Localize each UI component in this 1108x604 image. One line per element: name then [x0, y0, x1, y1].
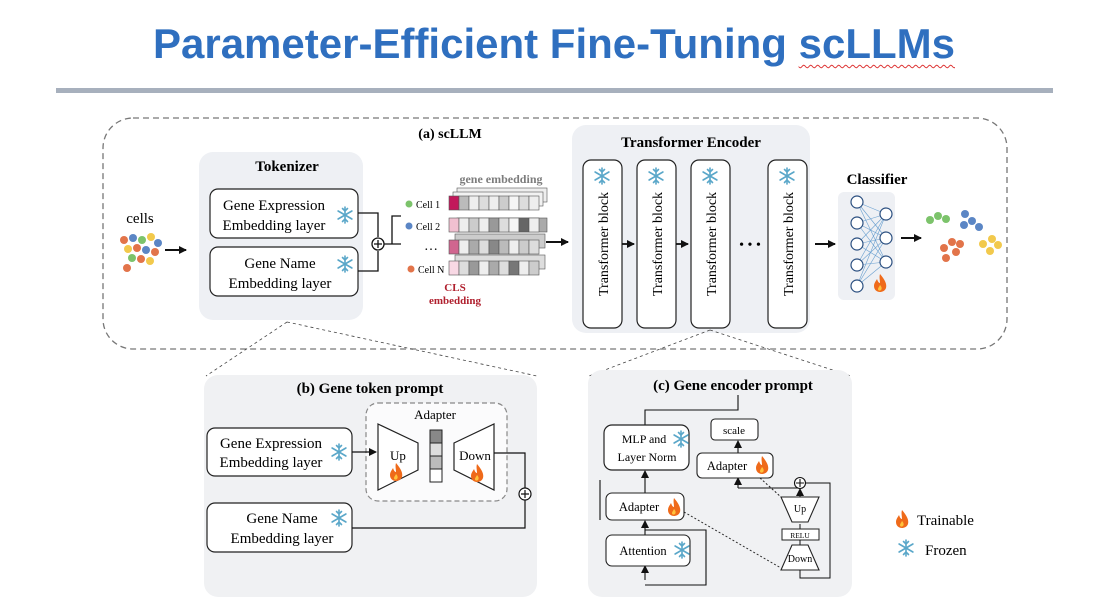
b-name-line1: Gene Name [246, 511, 318, 527]
block-label: Transformer block [782, 192, 797, 296]
b-expr-line2: Embedding layer [220, 455, 323, 471]
c-down-projection [780, 544, 820, 571]
down-label: Down [459, 448, 491, 463]
block-label: Transformer block [651, 192, 666, 296]
cell-ellipsis: … [424, 239, 438, 254]
transformer-block: Transformer block [690, 159, 731, 329]
transformer-block: Transformer block [582, 159, 623, 329]
tok-name-line1: Gene Name [244, 256, 316, 272]
attention-box [605, 534, 691, 567]
cell-dot-icon [405, 200, 413, 208]
title-scllms: scLLMs [798, 20, 955, 67]
block-label: Transformer block [597, 192, 612, 296]
adapter-mid-label: Adapter [619, 500, 660, 514]
cell-1-label: Cell 1 [416, 200, 440, 211]
cell-n-label: Cell N [418, 265, 444, 276]
classifier-network-icon [850, 195, 893, 293]
panel-b-label: (b) Gene token prompt [297, 381, 444, 397]
c-down-label: Down [788, 554, 812, 565]
legend-frozen: Frozen [925, 543, 967, 559]
legend-trainable: Trainable [917, 513, 974, 529]
cells-label: cells [126, 211, 154, 227]
cell-dot-icon [407, 265, 415, 273]
cell-dot-icon [405, 222, 413, 230]
block-dots: • • • [739, 238, 761, 253]
scale-box [710, 418, 759, 441]
cls-label-line2: embedding [429, 295, 481, 307]
attention-label: Attention [619, 544, 667, 558]
slide-title: Parameter-Efficient Fine-Tuning scLLMs [0, 20, 1108, 68]
b-expr-line1: Gene Expression [220, 436, 323, 452]
cells-cluster-icon [120, 233, 162, 272]
up-projection [377, 423, 419, 491]
classifier-title: Classifier [847, 172, 908, 188]
mlp-line1: MLP and [622, 432, 667, 446]
b-name-line2: Embedding layer [231, 531, 334, 547]
c-up-label: Up [794, 504, 806, 515]
up-label: Up [390, 448, 406, 463]
panel-c-label: (c) Gene encoder prompt [653, 378, 813, 394]
embedding-matrix [448, 187, 548, 276]
adapter-top-label: Adapter [707, 459, 748, 473]
snowflake-icon [898, 539, 914, 557]
transformer-block: Transformer block [767, 159, 808, 329]
output-clusters-icon [926, 210, 1002, 262]
down-projection [453, 423, 495, 491]
cls-label-line1: CLS [444, 282, 465, 294]
transformer-block: Transformer block [636, 159, 677, 329]
block-label: Transformer block [705, 192, 720, 296]
panel-a-border [102, 117, 1008, 350]
mlp-line2: Layer Norm [618, 450, 678, 464]
c-up-projection [780, 496, 820, 523]
adapter-top-box [696, 452, 774, 479]
adapter-mid-box [605, 492, 685, 521]
title-main: Parameter-Efficient Fine-Tuning [152, 20, 799, 67]
bottleneck-vector [429, 429, 443, 483]
scale-label: scale [723, 425, 745, 437]
adapter-title: Adapter [414, 407, 457, 422]
tok-expr-line2: Embedding layer [223, 218, 326, 234]
gene-embedding-label: gene embedding [459, 172, 542, 186]
relu-label: RELU [790, 531, 810, 540]
tokenizer-title: Tokenizer [255, 159, 319, 175]
tok-expr-line1: Gene Expression [223, 198, 326, 214]
cell-2-label: Cell 2 [416, 222, 440, 233]
panel-a-label: (a) scLLM [418, 127, 481, 142]
encoder-title: Transformer Encoder [621, 135, 761, 151]
fire-icon [896, 510, 909, 528]
tok-name-line2: Embedding layer [229, 276, 332, 292]
mlp-layernorm-box [603, 424, 690, 471]
title-divider [56, 88, 1053, 93]
